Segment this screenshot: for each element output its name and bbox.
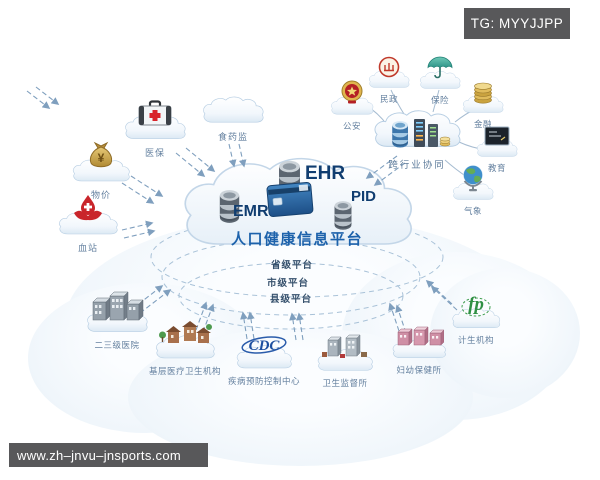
node-food-drug-admin: 食药监: [198, 95, 268, 143]
emr-label: EMR: [233, 203, 269, 220]
svg-text:¥: ¥: [98, 151, 105, 165]
hub-servers-icon: [390, 117, 452, 149]
coins-icon: [473, 80, 493, 104]
node-label: 疾病预防控制中心: [227, 376, 300, 386]
globe-icon: [461, 164, 485, 192]
svg-text:fp: fp: [468, 294, 484, 315]
hospital-buildings-icon: [90, 290, 144, 322]
family-planning-logo-icon: fp: [459, 290, 493, 320]
money-bag-icon: ¥: [88, 140, 114, 169]
node-label: 妇幼保健所: [396, 365, 442, 375]
node-meteorology: 气象: [450, 164, 496, 217]
node-price-bureau: ¥ 物价: [68, 140, 134, 201]
node-label: 血站: [77, 243, 98, 253]
node-label: 卫生监督所: [322, 378, 368, 388]
health-card-icon: [266, 181, 315, 219]
blackboard-icon: [484, 126, 510, 146]
node-finance: 金融: [460, 80, 506, 130]
node-blood-station: 血站: [54, 194, 122, 254]
node-label: 公安: [342, 121, 361, 131]
pink-buildings-icon: [394, 324, 445, 348]
red-seal-icon: [378, 56, 400, 78]
supervision-buildings-icon: [320, 334, 370, 362]
node-tier-hospitals: 二三级医院: [82, 290, 152, 351]
node-public-security: 公安: [328, 80, 376, 132]
background-cloud: [430, 268, 580, 398]
node-label: 计生机构: [457, 335, 494, 345]
cdc-logo-icon: CDC: [240, 332, 288, 356]
blood-drop-hands-icon: [72, 194, 104, 222]
level-county: 县级平台: [269, 294, 312, 305]
node-civil-affairs: 民政: [366, 56, 412, 105]
cross-industry-hub: 跨行业协同: [370, 108, 464, 174]
first-aid-kit-icon: [138, 100, 172, 127]
node-insurance: 保险: [417, 56, 463, 106]
node-label: 金融: [473, 119, 492, 129]
node-label: 基层医疗卫生机构: [148, 366, 221, 376]
node-label: 教育: [487, 163, 506, 173]
node-label: 二三级医院: [94, 340, 140, 350]
hub-label: 跨行业协同: [388, 160, 446, 171]
node-cdc: CDC 疾病预防控制中心: [222, 332, 306, 387]
node-label: 物价: [90, 190, 111, 200]
node-health-supervision: 卫生监督所: [310, 334, 380, 389]
cloud-shape: [203, 96, 264, 123]
svg-text:CDC: CDC: [249, 338, 281, 354]
node-family-planning: fp 计生机构: [446, 290, 506, 346]
platform-title: 人口健康信息平台: [230, 231, 363, 248]
pid-label: PID: [351, 188, 377, 205]
ehr-label: EHR: [305, 163, 346, 184]
node-label: 食药监: [217, 132, 248, 142]
telegram-badge: TG: MYYJJPP: [464, 8, 570, 39]
level-city: 市级平台: [266, 278, 309, 289]
node-medical-insurance: 医保: [120, 100, 190, 159]
node-label: 民政: [379, 94, 398, 104]
node-label: 保险: [430, 95, 449, 105]
node-grassroots-clinics: 基层医疗卫生机构: [144, 320, 226, 377]
node-label: 医保: [144, 148, 165, 158]
umbrella-icon: [427, 56, 453, 79]
village-houses-icon: [158, 320, 212, 348]
node-education: 教育: [474, 126, 520, 174]
police-badge-icon: [340, 80, 364, 105]
node-maternal-child-health: 妇幼保健所: [384, 324, 454, 376]
level-province: 省级平台: [270, 260, 313, 271]
node-label: 气象: [463, 206, 482, 216]
watermark-url: www.zh–jnvu–jnsports.com: [9, 443, 208, 467]
